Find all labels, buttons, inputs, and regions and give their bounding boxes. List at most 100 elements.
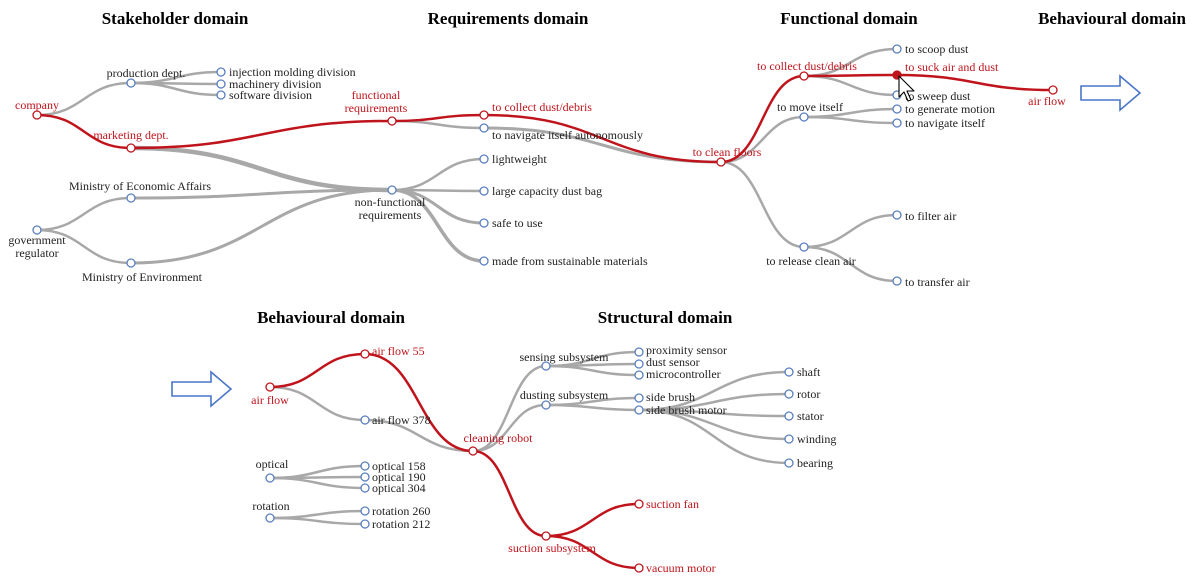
heading-stakeholder-domain: Stakeholder domain: [102, 9, 249, 28]
mouse-cursor-icon: [898, 75, 915, 102]
node-dustbag[interactable]: [479, 186, 489, 196]
node-rot260[interactable]: [360, 506, 370, 516]
label-dustsensor: dust sensor: [646, 355, 700, 369]
node-airflow[interactable]: [265, 382, 275, 392]
edge-sbmotor-bearing: [637, 408, 791, 465]
label-airflow: air flow: [251, 393, 289, 407]
edge-govreg-env: [35, 228, 133, 265]
edge-robot-sensing: [471, 364, 548, 453]
node-rotation[interactable]: [265, 513, 275, 523]
node-release[interactable]: [799, 242, 809, 252]
node-af378[interactable]: [360, 415, 370, 425]
node-sucfan[interactable]: [634, 499, 644, 509]
node-machinery[interactable]: [216, 79, 226, 89]
node-op158[interactable]: [360, 461, 370, 471]
node-govreg[interactable]: [32, 225, 42, 235]
continuation-arrow-left-icon: [171, 370, 233, 408]
node-optical[interactable]: [265, 473, 275, 483]
node-op190[interactable]: [360, 472, 370, 482]
label-suction: suction subsystem: [508, 541, 596, 555]
node-scoop[interactable]: [892, 44, 902, 54]
node-sidebrush[interactable]: [634, 393, 644, 403]
edge-funcreq-collect_req: [390, 113, 486, 123]
label-collect_req: to collect dust/debris: [492, 100, 592, 114]
edge-optical-op304: [268, 476, 367, 490]
label-moveitself: to move itself: [777, 100, 843, 114]
label-stator: stator: [797, 409, 824, 423]
node-robot[interactable]: [468, 446, 478, 456]
node-software[interactable]: [216, 90, 226, 100]
node-shaft[interactable]: [784, 367, 794, 377]
edge-collect_fn-sweep: [802, 74, 899, 97]
node-production[interactable]: [126, 78, 136, 88]
label-sucfan: suction fan: [646, 497, 699, 511]
label-micro: microcontroller: [646, 367, 721, 381]
node-lightweight[interactable]: [479, 154, 489, 164]
edge-suction-sucfan: [544, 502, 641, 538]
node-safe[interactable]: [479, 218, 489, 228]
label-machinery: machinery division: [229, 77, 321, 91]
label-rotor: rotor: [797, 387, 820, 401]
node-injection[interactable]: [216, 67, 226, 77]
nodes: [32, 44, 1058, 573]
node-bearing[interactable]: [784, 458, 794, 468]
node-sensing[interactable]: [541, 361, 551, 371]
node-af55[interactable]: [360, 349, 370, 359]
node-company[interactable]: [32, 110, 42, 120]
heading-requirements-domain: Requirements domain: [428, 9, 589, 28]
node-dustsensor[interactable]: [634, 359, 644, 369]
label-marketing: marketing dept.: [93, 128, 168, 142]
edge-nonfunc-sustainable: [390, 188, 486, 263]
node-vacmotor[interactable]: [634, 563, 644, 573]
node-navself[interactable]: [892, 118, 902, 128]
edges: [35, 47, 1055, 570]
node-suction[interactable]: [541, 531, 551, 541]
label-rot260: rotation 260: [372, 504, 430, 518]
edge-production-software: [129, 81, 223, 97]
edge-af378-robot: [363, 418, 475, 453]
label-sustainable: made from sustainable materials: [492, 254, 648, 268]
edge-company-marketing: [35, 113, 133, 150]
label-genmotion: to generate motion: [905, 102, 995, 116]
node-nonfunc[interactable]: [387, 185, 397, 195]
node-env[interactable]: [126, 258, 136, 268]
label-dusting: dusting subsystem: [520, 388, 609, 402]
node-micro[interactable]: [634, 370, 644, 380]
node-rot212[interactable]: [360, 519, 370, 529]
label-company: company: [15, 98, 59, 112]
label-rotation: rotation: [252, 499, 289, 513]
edge-robot-dusting: [471, 403, 548, 453]
node-transfer[interactable]: [892, 276, 902, 286]
node-navigate_auto[interactable]: [479, 123, 489, 133]
node-collect_fn[interactable]: [799, 71, 809, 81]
node-funcreq[interactable]: [387, 116, 397, 126]
node-sustainable[interactable]: [479, 256, 489, 266]
heading-behavioural-domain-top: Behavioural domain: [1038, 9, 1186, 28]
label-af55: air flow 55: [372, 344, 425, 358]
node-stator[interactable]: [784, 411, 794, 421]
label-scoop: to scoop dust: [905, 42, 969, 56]
edge-robot-suction: [471, 449, 548, 538]
node-filter[interactable]: [892, 210, 902, 220]
node-proximity[interactable]: [634, 347, 644, 357]
edge-marketing-nonfunc: [128, 145, 395, 193]
edge-marketing-funcreq: [129, 119, 394, 150]
node-dusting[interactable]: [541, 400, 551, 410]
node-rotor[interactable]: [784, 389, 794, 399]
node-econ[interactable]: [126, 193, 136, 203]
label-env: Ministry of Environment: [82, 270, 203, 284]
node-sbmotor[interactable]: [634, 405, 644, 415]
node-winding[interactable]: [784, 434, 794, 444]
node-marketing[interactable]: [126, 143, 136, 153]
node-genmotion[interactable]: [892, 104, 902, 114]
node-op304[interactable]: [360, 483, 370, 493]
node-airflow_top[interactable]: [1048, 85, 1058, 95]
label-shaft: shaft: [797, 365, 821, 379]
label-navself: to navigate itself: [905, 116, 985, 130]
node-clean[interactable]: [716, 157, 726, 167]
label-sensing: sensing subsystem: [519, 350, 609, 364]
node-moveitself[interactable]: [799, 112, 809, 122]
node-collect_req[interactable]: [479, 110, 489, 120]
